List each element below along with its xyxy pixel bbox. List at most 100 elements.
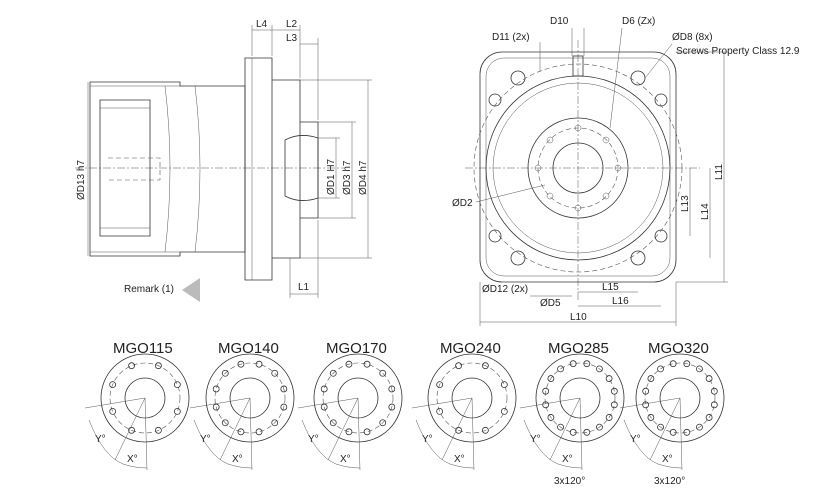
dim-D1: ØD1 H7 <box>326 158 337 195</box>
angle-note-label: 3x120° <box>654 476 685 487</box>
hole-icon <box>610 387 618 395</box>
hole-icon <box>173 407 181 415</box>
hole-icon <box>455 426 463 434</box>
hole-icon <box>547 375 555 382</box>
hole-icon <box>583 428 591 436</box>
hole-icon <box>436 381 444 389</box>
input-bore-hidden <box>108 157 161 181</box>
variant-title: MGO170 <box>326 340 387 357</box>
variant-bolt-circle <box>544 362 616 434</box>
variant-bore <box>337 377 379 419</box>
hole-icon <box>569 428 577 436</box>
variant-title: MGO320 <box>648 340 709 357</box>
variant-bore <box>229 377 271 419</box>
output-bore <box>552 142 604 194</box>
hole-icon <box>271 419 279 427</box>
variant-bolt-circle <box>644 362 716 434</box>
hole-icon <box>481 362 489 370</box>
variant-bolt-circle <box>214 362 286 434</box>
angle-y-label: Y° <box>95 434 106 445</box>
variant-bolt-circle <box>109 362 181 434</box>
variant-bolt-circle <box>436 362 508 434</box>
angle-note-label: 3x120° <box>554 476 585 487</box>
hole-icon <box>329 419 337 427</box>
hole-icon <box>596 365 603 373</box>
hole-icon <box>363 428 371 436</box>
variant-bore <box>451 377 493 419</box>
hole-icon <box>320 403 328 411</box>
hole-icon <box>345 360 353 368</box>
hole-icon <box>596 423 603 431</box>
variant-bore <box>659 377 701 419</box>
hole-icon <box>255 360 263 368</box>
remark-label: Remark (1) <box>124 284 174 295</box>
hole-icon <box>654 229 668 243</box>
pilot-circle <box>527 117 629 219</box>
angle-y-label: Y° <box>200 434 211 445</box>
hole-icon <box>109 381 117 389</box>
dim-L15: L15 <box>602 282 619 293</box>
hole-icon <box>379 419 387 427</box>
dim-D13: ØD13 h7 <box>76 160 87 200</box>
hole-icon <box>657 423 664 431</box>
hole-icon <box>109 407 117 415</box>
dim-D8: ØD8 (8x) <box>672 32 713 43</box>
hole-icon <box>128 362 136 370</box>
hole-icon <box>271 369 279 377</box>
dim-L14: L14 <box>700 203 711 220</box>
hole-icon <box>583 360 591 368</box>
output-pilot <box>300 121 319 219</box>
dim-L1: L1 <box>298 282 310 293</box>
hole-icon <box>683 360 691 368</box>
flange-square <box>479 51 677 283</box>
dim-D4: ØD4 h7 <box>358 160 369 195</box>
corner-holes <box>488 70 668 266</box>
dim-D5: ØD5 <box>540 298 561 309</box>
hole-icon <box>669 428 677 436</box>
angle-y-label: Y° <box>308 434 319 445</box>
hole-icon <box>557 423 564 431</box>
dim-L13: L13 <box>680 195 691 212</box>
hole-icon <box>221 419 229 427</box>
variant-title: MGO140 <box>218 340 279 357</box>
variant-outer-circle <box>635 353 725 443</box>
variant-outer-circle <box>313 353 403 443</box>
hole-icon <box>557 365 564 373</box>
hole-icon <box>630 250 646 266</box>
hole-icon <box>605 414 613 421</box>
hole-icon <box>542 387 550 395</box>
angle-x-label: X° <box>232 454 243 465</box>
hole-icon <box>705 414 713 421</box>
variant-outer-circle <box>205 353 295 443</box>
hole-icon <box>154 362 162 370</box>
hole-icon <box>280 403 288 411</box>
hole-icon <box>696 423 703 431</box>
hole-icon <box>255 428 263 436</box>
hole-icon <box>654 93 668 107</box>
hole-icon <box>642 401 650 409</box>
hole-icon <box>605 375 613 382</box>
hole-icon <box>647 375 655 382</box>
hole-icon <box>212 403 220 411</box>
variant-row: MGO115Y°X°MGO140Y°X°MGO170Y°X°MGO240Y°X°… <box>84 340 725 487</box>
variant-outer-circle <box>100 353 190 443</box>
hole-icon <box>510 70 526 86</box>
hole-icon <box>128 426 136 434</box>
flange <box>244 57 273 281</box>
hole-icon <box>363 360 371 368</box>
hole-icon <box>488 93 502 107</box>
hole-icon <box>280 385 288 393</box>
angle-x-label: X° <box>662 454 673 465</box>
dim-D3: ØD3 h7 <box>342 160 353 195</box>
hole-icon <box>345 428 353 436</box>
front-view: D10 D6 (Zx) D11 (2x) ØD8 (8x) Screws Pro… <box>452 16 800 326</box>
variant-title: MGO285 <box>548 340 609 357</box>
hole-icon <box>481 426 489 434</box>
hole-icon <box>388 403 396 411</box>
hole-icon <box>510 250 526 266</box>
hole-icon <box>320 385 328 393</box>
dim-L3: L3 <box>286 33 298 44</box>
